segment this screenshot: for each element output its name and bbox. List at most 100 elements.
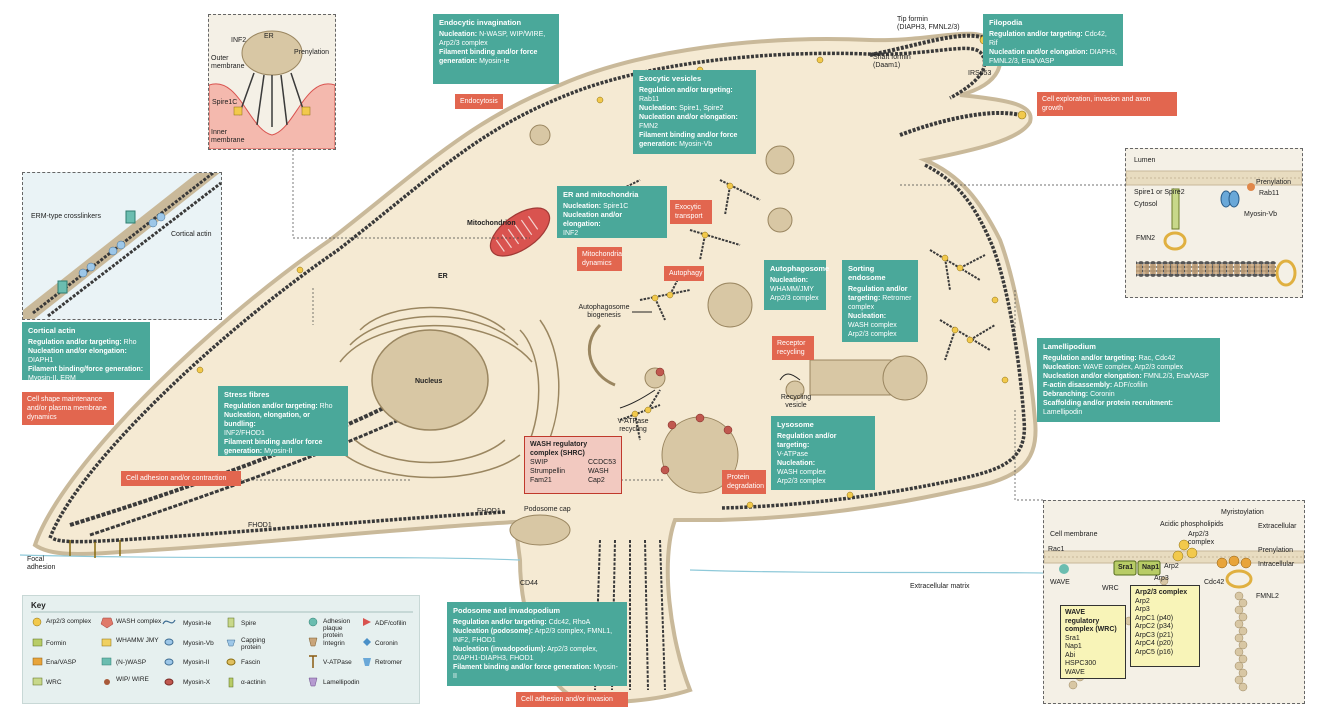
acidic-phospholipids-label: Acidic phospholipids <box>1160 521 1223 529</box>
lysosome-box: Lysosome Regulation and/or targeting: V-… <box>771 416 875 490</box>
box-field-value: DIAPH1-DIAPH3, FHOD1 <box>453 654 621 663</box>
key-item: WRC <box>46 679 96 686</box>
box-field-value: Lamellipodin <box>1043 409 1082 416</box>
box-field-label: Regulation and/or targeting: <box>224 403 318 410</box>
box-field-label: Filament binding and/or force <box>224 439 322 446</box>
endocytic-invagination-box: Endocytic invagination Nucleation: N-WAS… <box>433 14 559 84</box>
box-field-label: Filament binding and/or force <box>439 49 537 56</box>
box-title: Autophagosome <box>770 264 820 273</box>
key-item: Capping protein <box>241 637 285 651</box>
exocytic-vesicle <box>768 208 792 232</box>
key-item: Lamellipodin <box>323 679 367 686</box>
box-title: Endocytic invagination <box>439 18 553 27</box>
box-field-label: Nucleation: <box>439 31 477 38</box>
wash-subunit: Strumpellin <box>530 467 565 476</box>
intracellular-label: Intracellular <box>1258 561 1294 569</box>
box-title: Sorting endosome <box>848 264 912 282</box>
cortical-actin-box: Cortical actin Regulation and/or targeti… <box>22 322 150 380</box>
key-item: Myosin-X <box>183 679 227 686</box>
box-field-value: Myosin-Ie <box>477 58 509 65</box>
wrc-box-title: WAVE regulatory complex (WRC) <box>1065 609 1121 635</box>
inset-cortical-art <box>23 173 221 319</box>
box-field-label: Regulation and/or targeting: <box>777 433 837 449</box>
mitochondrion-label: Mitochondrion <box>467 220 516 228</box>
box-field-value: DIAPH3, <box>1088 49 1117 56</box>
box-field-value: WHAMM/JMY <box>770 285 820 294</box>
inset-outer-membrane-label: Outer membrane <box>211 55 241 71</box>
box-field-value: V-ATPase <box>777 450 869 459</box>
box-field-value: Spire1, Spire2 <box>677 105 723 112</box>
box-field-label: Regulation and/or targeting: <box>28 339 122 346</box>
fmnl2-inset-label: FMNL2 <box>1256 593 1279 601</box>
exocytic-vesicle <box>766 146 794 174</box>
cell-shape-process-box: Cell shape maintenance and/or plasma mem… <box>22 392 114 425</box>
box-field-label: Nucleation and/or elongation: <box>989 49 1088 56</box>
wash-complex-box: WASH regulatory complex (SHRC) SWIP Stru… <box>524 436 622 494</box>
podosome-cap-label: Podosome cap <box>524 506 571 514</box>
wave-inset-label: WAVE <box>1050 579 1070 587</box>
box-field-label: Nucleation: <box>848 313 886 320</box>
extracellular-label: Extracellular <box>1258 523 1297 531</box>
key-symbols <box>23 596 421 705</box>
box-field-label: Nucleation: <box>1043 364 1081 371</box>
adhesion-invasion-process-box: Cell adhesion and/or invasion <box>516 692 628 707</box>
nap1-inset-label: Nap1 <box>1142 564 1159 572</box>
lumen-prenylation-label: Prenylation <box>1256 179 1291 187</box>
key-item: WHAMM/ JMY <box>116 637 160 644</box>
vatpase-recycling-label: V-ATPase recycling <box>613 418 653 434</box>
box-field-label: Nucleation: <box>563 203 601 210</box>
rab11-inset-label: Rab11 <box>1259 190 1279 198</box>
box-field-label: Nucleation and/or elongation: <box>639 114 738 121</box>
box-field-label: Nucleation and/or elongation: <box>1043 373 1142 380</box>
box-title: Stress fibres <box>224 390 342 399</box>
box-title: Podosome and invadopodium <box>453 606 621 615</box>
wrc-item: Sra1 <box>1065 635 1121 644</box>
box-field-value: WASH complex <box>777 468 869 477</box>
box-field-value: Arp2/3 complex <box>848 330 912 339</box>
box-field-label: generation: <box>439 58 477 65</box>
box-field-value: Myosin-II, ERM <box>28 374 144 383</box>
lamellipodium-box: Lamellipodium Regulation and/or targetin… <box>1037 338 1220 422</box>
podosome-cap <box>510 515 570 545</box>
key-item: Integrin <box>323 640 363 647</box>
arp-item: ArpC4 (p20) <box>1135 640 1195 649</box>
filopodia-box: Filopodia Regulation and/or targeting: C… <box>983 14 1123 66</box>
box-field-value: Spire1C <box>601 203 628 210</box>
extracellular-matrix-label: Extracellular matrix <box>910 583 970 591</box>
box-field-value: INF2 <box>563 229 661 238</box>
arp23-complex-label: Arp2/3 complex <box>1188 531 1214 547</box>
box-field-label: generation: <box>639 141 677 148</box>
wrc-item: HSPC300 <box>1065 660 1121 669</box>
nucleus-label: Nucleus <box>415 378 442 386</box>
inset-inf2-label: INF2 <box>231 37 246 45</box>
arp-item: ArpC1 (p40) <box>1135 615 1195 624</box>
box-title: Lysosome <box>777 420 869 429</box>
wash-subunit: Cap2 <box>588 476 616 485</box>
box-field-value: Rac, Cdc42 <box>1137 355 1176 362</box>
cortical-actin-inset-label: Cortical actin <box>171 231 211 239</box>
box-field-value: ADF/cofilin <box>1112 382 1147 389</box>
wash-subunit: WASH <box>588 467 616 476</box>
key-item: α-actinin <box>241 679 285 686</box>
box-field-label: Scaffolding and/or protein recruitment: <box>1043 400 1173 407</box>
box-field-label: Regulation and/or <box>848 286 908 293</box>
box-field-label: Nucleation, elongation, or bundling: <box>224 412 310 428</box>
box-field-value: FMNL2/3, Ena/VASP <box>1142 373 1209 380</box>
exocytic-transport-process-box: Exocytic transport <box>670 200 712 224</box>
lumen-label: Lumen <box>1134 157 1155 165</box>
arp-item: Arp3 <box>1135 606 1195 615</box>
box-field-value: WASH complex <box>848 321 912 330</box>
box-field-value: INF2, FHOD1 <box>453 636 621 645</box>
box-field-label: Nucleation (invadopodium): <box>453 646 546 653</box>
box-field-label: Regulation and/or targeting: <box>639 87 733 94</box>
box-field-label: targeting: <box>848 295 880 302</box>
key-item: Formin <box>46 640 96 647</box>
autophagosome <box>708 283 752 327</box>
tip-formin-label: Tip formin (DIAPH3, FMNL2/3) <box>897 16 960 32</box>
box-field-label: Filament binding/force generation: <box>28 366 143 373</box>
key-item: Retromer <box>375 659 419 666</box>
arp-item: ArpC5 (p16) <box>1135 649 1195 658</box>
erm-crosslinkers-label: ERM-type crosslinkers <box>31 213 101 221</box>
stress-fibres-box: Stress fibres Regulation and/or targetin… <box>218 386 348 456</box>
